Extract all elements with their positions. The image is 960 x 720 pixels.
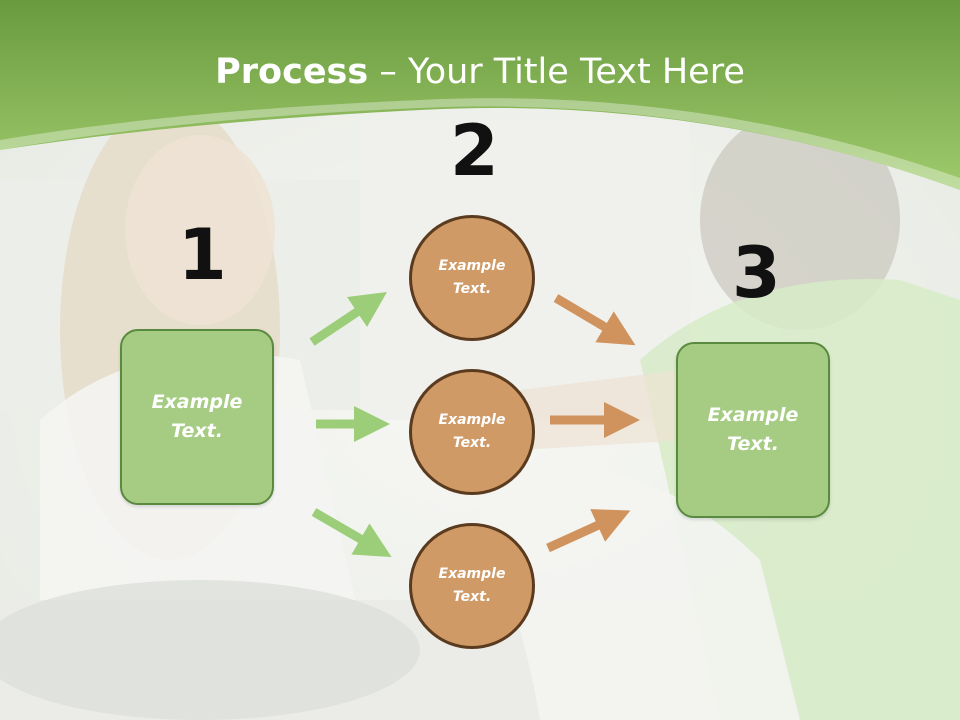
circle-label-bottom: Example Text.	[438, 566, 506, 605]
step-number-1: 1	[178, 214, 227, 296]
green-arrow-down	[311, 508, 392, 558]
brown-arrow-down	[553, 294, 636, 346]
header-band	[0, 0, 960, 190]
circle-step-top[interactable]: Example Text.	[409, 215, 535, 341]
circle-step-bottom[interactable]: Example Text.	[409, 523, 535, 649]
step-number-2: 2	[450, 110, 499, 192]
left-box-label: Example Text.	[151, 391, 243, 442]
title-strong: Process	[215, 52, 369, 92]
right-box-label: Example Text.	[707, 404, 799, 455]
green-arrow-up	[309, 292, 387, 346]
circle-step-middle[interactable]: Example Text.	[409, 369, 535, 495]
circle-label-top: Example Text.	[438, 258, 506, 297]
circle-label-middle: Example Text.	[438, 412, 506, 451]
brown-arrow-up	[546, 509, 631, 553]
right-step-box[interactable]: Example Text.	[676, 342, 830, 518]
step-number-3: 3	[732, 232, 781, 314]
title-rest: – Your Title Text Here	[368, 52, 745, 92]
left-step-box[interactable]: Example Text.	[120, 329, 274, 505]
slide-title: Process – Your Title Text Here	[0, 52, 960, 92]
